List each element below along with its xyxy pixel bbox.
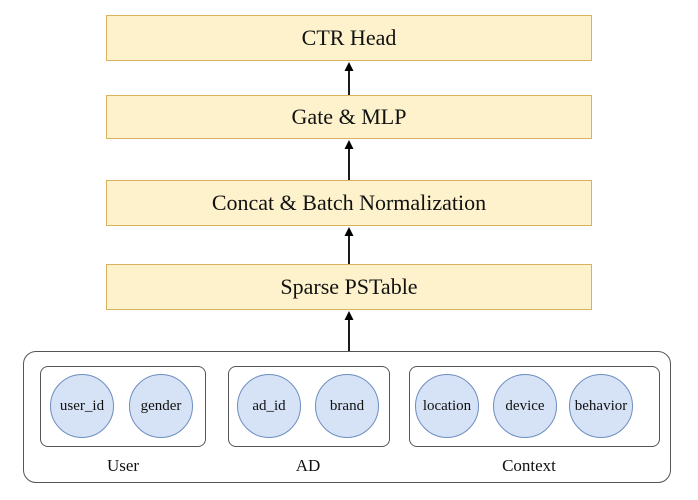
user-group-label: User — [106, 456, 140, 475]
feature-input-container — [23, 351, 671, 483]
feature-device: device — [493, 374, 557, 438]
arrow-gate-to-ctr — [344, 62, 354, 95]
ad-group-label: AD — [295, 456, 321, 475]
feature-behavior: behavior — [569, 374, 633, 438]
arrow-inputs-to-sparse — [344, 311, 354, 351]
user-group-box — [40, 366, 206, 447]
context-group-box — [409, 366, 660, 447]
feature-location: location — [415, 374, 479, 438]
arrow-concat-to-gate — [344, 140, 354, 180]
ad-group-box — [228, 366, 390, 447]
concat-batch-norm-layer: Concat & Batch Normalization — [106, 180, 592, 226]
feature-user-id: user_id — [50, 374, 114, 438]
ctr-head-layer: CTR Head — [106, 15, 592, 61]
arrow-sparse-to-concat — [344, 227, 354, 264]
context-group-label: Context — [502, 456, 556, 475]
sparse-pstable-layer: Sparse PSTable — [106, 264, 592, 310]
feature-ad-id: ad_id — [237, 374, 301, 438]
feature-brand: brand — [315, 374, 379, 438]
gate-mlp-layer: Gate & MLP — [106, 95, 592, 139]
feature-gender: gender — [129, 374, 193, 438]
